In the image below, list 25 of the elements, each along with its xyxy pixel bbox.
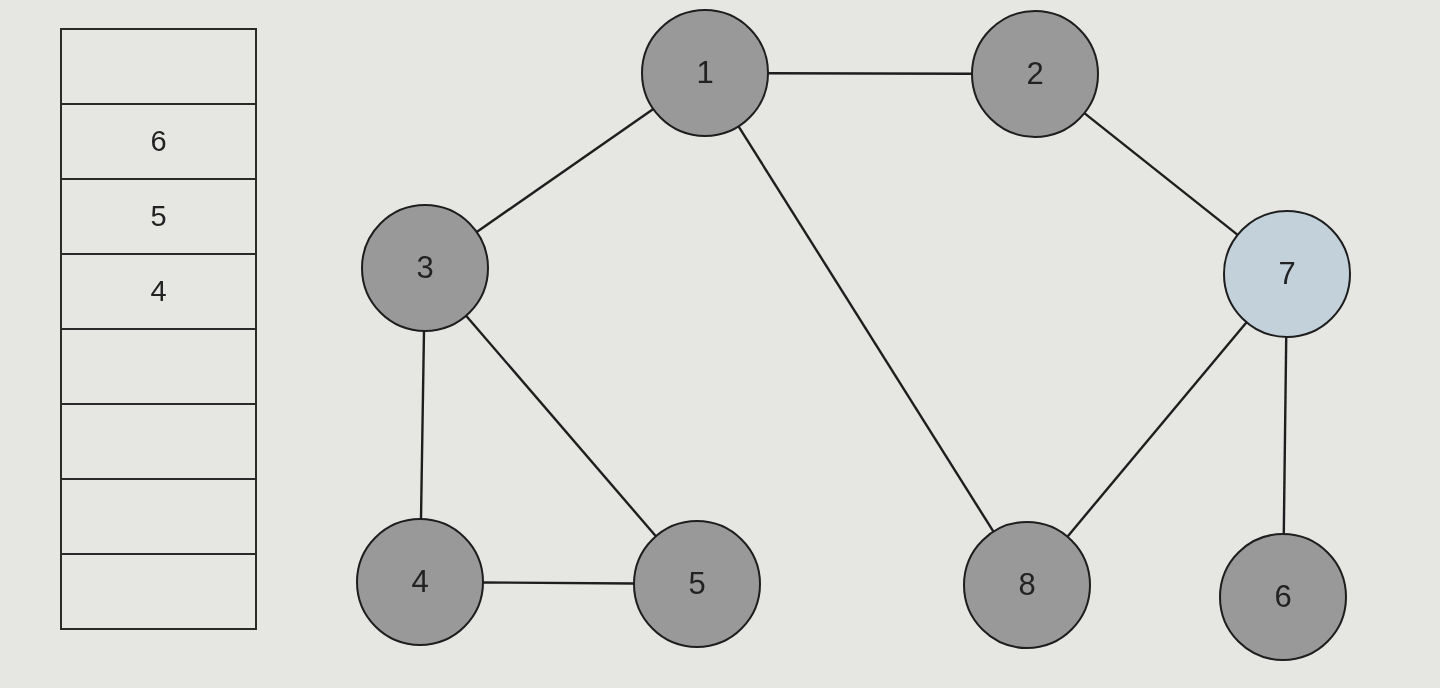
queue-slot <box>60 328 257 405</box>
graph-edge <box>476 108 654 233</box>
graph-node: 7 <box>1223 210 1351 338</box>
queue-slot <box>60 478 257 555</box>
graph-edge <box>1282 337 1288 534</box>
queue-slot <box>60 553 257 630</box>
queue-slot: 5 <box>60 178 257 255</box>
queue-slot: 4 <box>60 253 257 330</box>
graph-node: 3 <box>361 204 489 332</box>
graph-node: 5 <box>633 520 761 648</box>
graph-edge <box>1083 112 1239 236</box>
graph-node: 4 <box>356 518 484 646</box>
graph-edge <box>1066 321 1248 538</box>
queue-slot <box>60 28 257 105</box>
graph-node: 6 <box>1219 533 1347 661</box>
graph-edge <box>768 72 972 75</box>
queue-slot <box>60 403 257 480</box>
graph-edge <box>483 581 634 585</box>
graph-node: 1 <box>641 9 769 137</box>
graph-node: 8 <box>963 521 1091 649</box>
graph-edge <box>465 314 657 538</box>
queue-slot: 6 <box>60 103 257 180</box>
graph-edge <box>737 125 995 533</box>
graph-node: 2 <box>971 10 1099 138</box>
graph-edge <box>419 330 426 520</box>
